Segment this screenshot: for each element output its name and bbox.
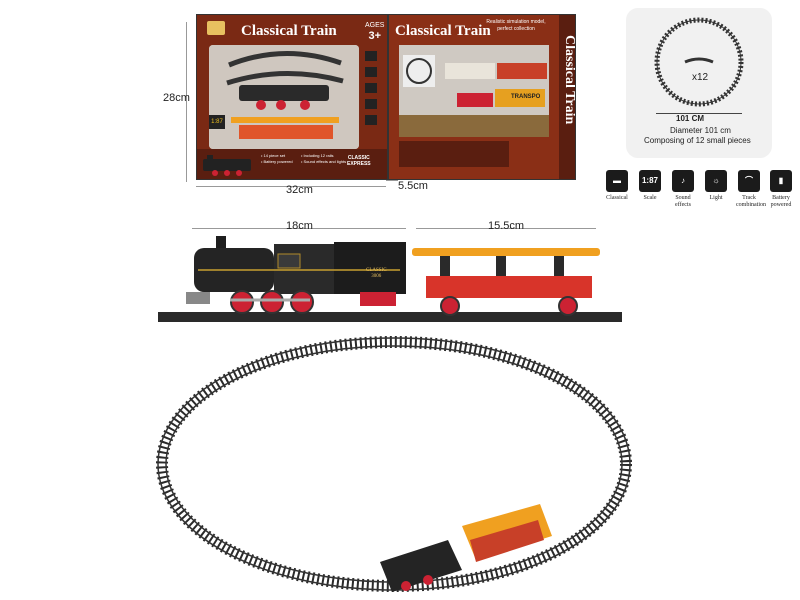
side-tagline: Realistic simulation model, perfect coll… [486,19,546,32]
locomotive [186,236,406,314]
box-bullets: • 14 piece set • Battery powered [261,153,293,164]
age-badge: AGES 3+ [365,22,385,42]
light-icon: ☼ [705,170,727,192]
track-multiplier: x12 [692,72,709,83]
box-side-panel: Classical Train Realistic simulation mod… [388,14,576,180]
loco-length-dimension [192,228,406,229]
diameter-big: 101 CM [676,114,705,123]
carriage [412,248,600,316]
train-icon: ▬ [606,170,628,192]
oval-track-layout [156,336,632,592]
side-thumbnails [399,141,509,167]
carriage-length-dimension [416,228,596,229]
box-front-title: Classical Train [241,23,337,39]
spine-title: Classical Train [562,35,576,125]
train-on-track [380,504,552,592]
side-wagon-label: TRANSPO [511,94,541,100]
loco-length-label: 18cm [286,220,313,232]
box-height-label: 28cm [163,92,190,104]
mini-locomotive-image [203,155,251,176]
diameter-text: Diameter 101 cm [670,126,731,135]
side-photo: TRANSPO [399,45,549,137]
composition-text: Composing of 12 small pieces [644,136,751,145]
side-photo-contents [399,45,549,137]
box-side-title: Classical Train [395,23,491,39]
feature-light: ☼ Light [703,170,729,202]
diameter-line [656,113,742,114]
box-depth-dimension [386,180,398,181]
box-height-dimension [186,22,188,182]
box-width-dimension [196,186,386,187]
box-window [209,45,359,149]
loco-nameplate: CLASSIC 3006 [366,268,387,279]
box-bullets-2: • Including 12 rails • Sound effects and… [301,153,347,164]
train-side-view [158,236,622,322]
feature-classical: ▬ Classical [604,170,630,202]
track-icon: ⌒ [738,170,760,192]
box-width-label: 32cm [286,184,313,196]
box-bottom-strip: • 14 piece set • Battery powered • Inclu… [197,149,387,179]
box-front-panel: Classical Train AGES 3+ 1:87 [196,14,388,180]
box-logo [207,21,225,35]
track-circle-diagram [654,17,744,107]
scale-icon: 1:87 [639,170,661,192]
feature-icon-column [365,51,379,131]
track-sleepers [156,336,632,592]
carriage-length-label: 15.5cm [488,220,525,232]
track-info-card: x12 101 CM Diameter 101 cm Composing of … [626,8,772,158]
box-depth-label: 5.5cm [398,180,428,192]
feature-battery: ▮ Battery powered [768,170,794,209]
sound-icon: ♪ [672,170,694,192]
classic-express-emblem: CLASSIC EXPRESS [347,155,371,167]
scale-badge: 1:87 [209,115,225,129]
straight-track [158,312,622,322]
feature-sound: ♪ Sound effects [670,170,696,209]
feature-scale: 1:87 Scale [637,170,663,202]
box-spine: Classical Train [559,15,576,179]
battery-icon: ▮ [770,170,792,192]
box-window-contents [209,45,359,149]
feature-track: ⌒ Track combination [736,170,766,209]
